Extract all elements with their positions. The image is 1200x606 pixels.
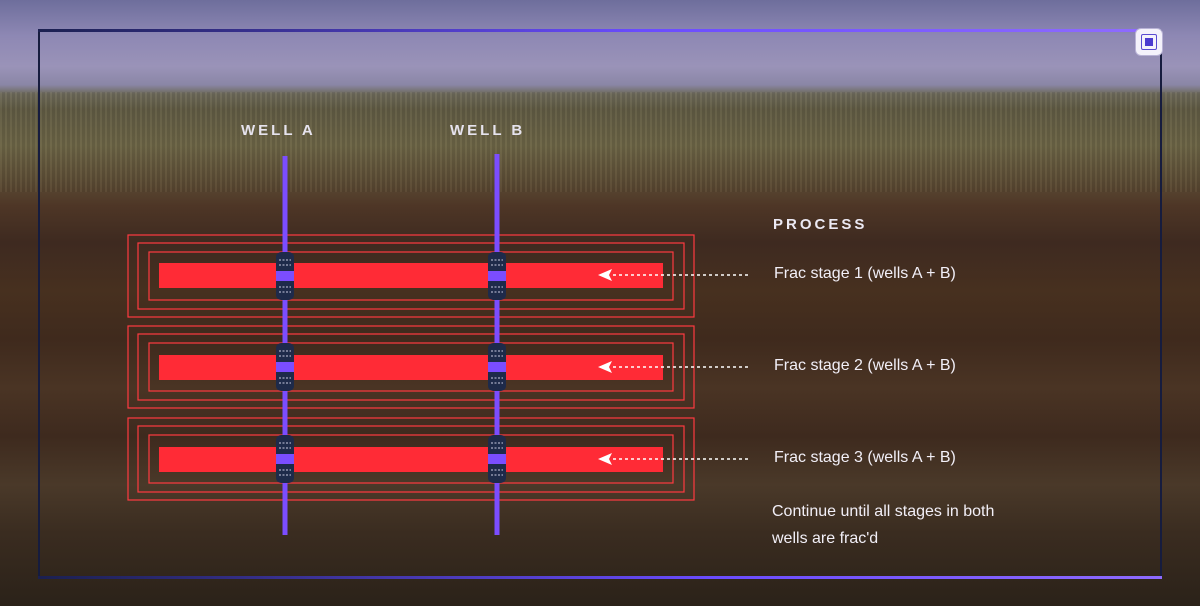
stage-1-zone [127, 234, 695, 318]
packers [276, 252, 506, 483]
chip-icon [1135, 28, 1163, 56]
stage-3-zone [127, 417, 695, 501]
frame-bottom-accent [38, 576, 1162, 579]
stage-3-label: Frac stage 3 (wells A + B) [774, 449, 956, 466]
frame-top-accent [38, 29, 1138, 32]
packer-well-a-stage-2 [276, 343, 294, 391]
well-b-label: WELL B [450, 122, 526, 139]
stage-1-label: Frac stage 1 (wells A + B) [774, 265, 956, 282]
packer-well-b-stage-2 [488, 343, 506, 391]
frac-bar-2 [159, 355, 663, 380]
frac-bar-3 [159, 447, 663, 472]
packer-well-a-stage-1 [276, 252, 294, 300]
stage-2-label: Frac stage 2 (wells A + B) [774, 357, 956, 374]
packer-well-a-stage-3 [276, 435, 294, 483]
well-a-label: WELL A [241, 122, 316, 139]
frac-bar-1 [159, 263, 663, 288]
stage-arrows [598, 269, 748, 465]
process-note: Continue until all stages in both wells … [772, 503, 995, 547]
packer-well-b-stage-1 [488, 252, 506, 300]
process-title: PROCESS [773, 216, 868, 233]
grass-band [0, 92, 1200, 192]
packer-well-b-stage-3 [488, 435, 506, 483]
stage-2-zone [127, 325, 695, 409]
